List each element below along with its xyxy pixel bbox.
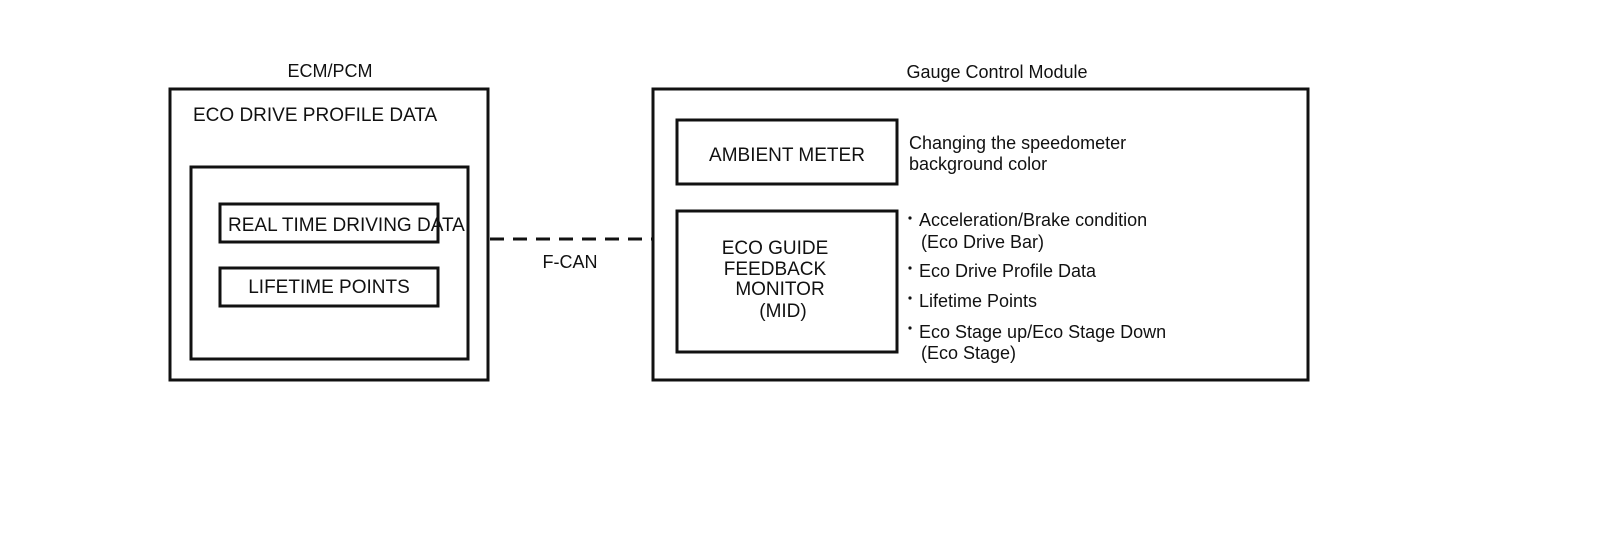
eco-guide-label-line-2: FEEDBACK [724, 259, 827, 280]
ambient-meter-label: AMBIENT METER [709, 145, 865, 166]
ecm-title: ECM/PCM [288, 61, 373, 81]
bullet-dot-3 [908, 296, 912, 300]
ambient-description-line-1: Changing the speedometer [909, 133, 1126, 153]
bullet-2-line-1: Eco Drive Profile Data [919, 261, 1097, 281]
eco-guide-label-line-3: MONITOR [735, 279, 824, 300]
real-time-driving-data-label: REAL TIME DRIVING DATA [228, 215, 465, 236]
bullet-3-line-1: Lifetime Points [919, 291, 1037, 311]
gauge-title: Gauge Control Module [906, 62, 1087, 82]
ecm-module-box [168, 87, 490, 382]
ecm-profile-label: ECO DRIVE PROFILE DATA [193, 105, 438, 126]
bullet-1-line-2: (Eco Drive Bar) [921, 232, 1044, 252]
lifetime-points-label: LIFETIME POINTS [248, 277, 410, 298]
eco-guide-label-line-1: ECO GUIDE [722, 238, 829, 259]
f-can-label: F-CAN [543, 252, 598, 272]
ambient-meter-box [675, 118, 899, 186]
ecm-profile-inner-box [189, 165, 470, 361]
bullet-4-line-2: (Eco Stage) [921, 343, 1016, 363]
bullet-1-line-1: Acceleration/Brake condition [919, 210, 1147, 230]
eco-guide-box [675, 209, 899, 354]
bullet-dot-2 [908, 266, 912, 270]
gauge-module-box [651, 87, 1310, 382]
eco-guide-label-line-4: (MID) [759, 301, 806, 322]
ambient-description-line-2: background color [909, 154, 1047, 174]
bullet-dot-4 [908, 326, 912, 330]
lifetime-points-box [218, 266, 440, 308]
bullet-dot-1 [908, 216, 912, 220]
bullet-4-line-1: Eco Stage up/Eco Stage Down [919, 322, 1166, 342]
real-time-driving-data-box [218, 202, 440, 244]
